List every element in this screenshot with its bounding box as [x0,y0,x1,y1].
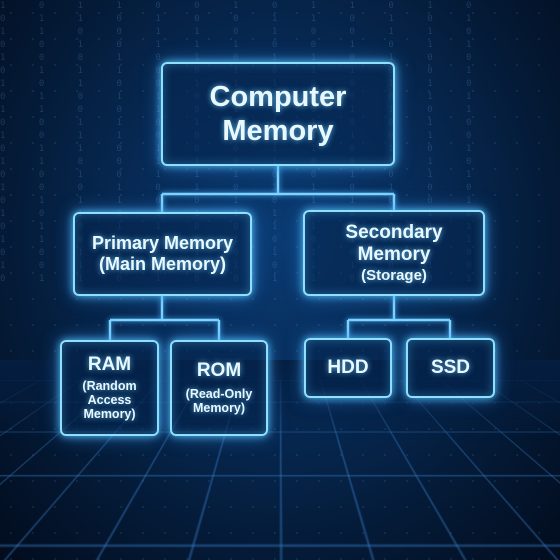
node-rom-sub-line1: (Read-Only [186,387,253,401]
node-rom-title: ROM [197,360,241,382]
node-secondary-memory-subtitle: (Storage) [361,267,427,284]
node-rom-sub-line2: Memory) [193,401,245,415]
node-hdd: HDD [304,338,392,398]
node-primary-memory-title-line1: Primary Memory [92,233,233,254]
node-secondary-memory-title-line2: Memory [358,244,431,266]
node-primary-memory-title-line2: (Main Memory) [99,254,226,275]
node-ram: RAM (Random Access Memory) [60,340,159,436]
node-ssd-title: SSD [431,357,470,379]
node-ram-title: RAM [88,354,131,376]
node-computer-memory-title-line2: Memory [222,114,333,148]
node-hdd-title: HDD [327,357,368,379]
node-ram-sub-line2: Access [88,393,132,407]
node-rom: ROM (Read-Only Memory) [170,340,268,436]
node-computer-memory-title-line1: Computer [210,80,347,114]
node-secondary-memory: Secondary Memory (Storage) [303,210,485,296]
node-ssd: SSD [406,338,495,398]
node-secondary-memory-title-line1: Secondary [345,222,442,244]
node-ram-sub-line3: Memory) [83,407,135,421]
node-computer-memory: Computer Memory [161,62,395,166]
node-primary-memory: Primary Memory (Main Memory) [73,212,252,296]
node-ram-sub-line1: (Random [82,379,136,393]
